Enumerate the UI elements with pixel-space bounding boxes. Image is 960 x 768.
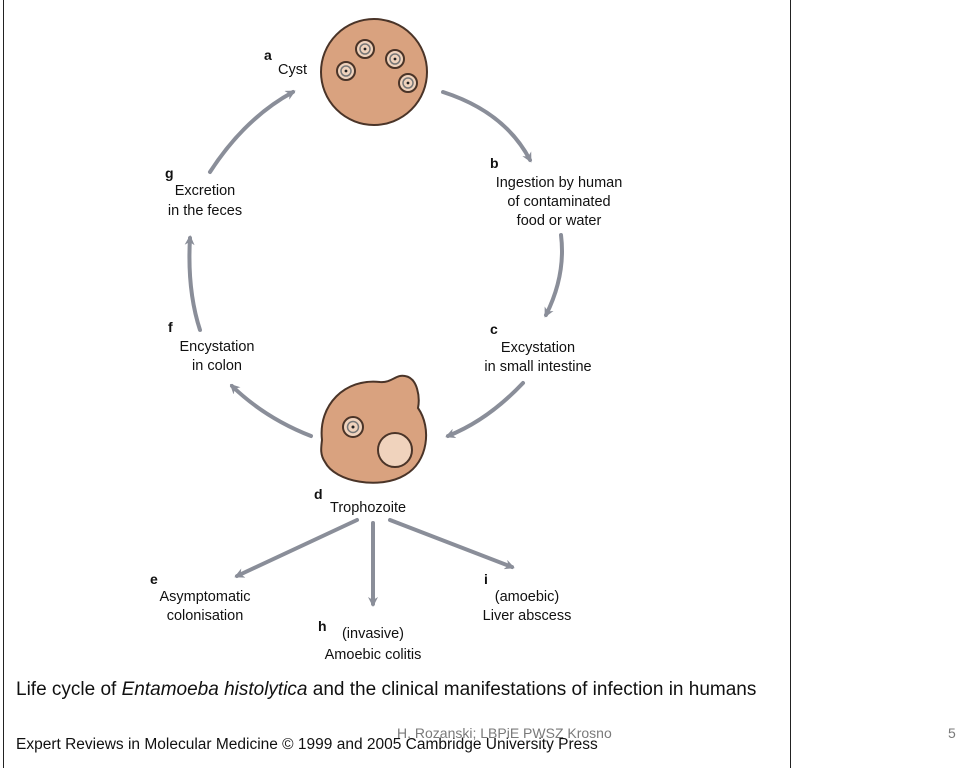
stage-i-label-2: Liver abscess [483,608,572,624]
stage-f-label-1: Encystation [180,339,255,355]
stage-i-label-1: (amoebic) [495,589,559,605]
stage-i-letter: i [484,571,488,587]
stage-f-label-2: in colon [192,358,242,374]
caption-text-start: Life cycle of [16,679,122,700]
stage-b-label-1: Ingestion by human [496,175,623,191]
stage-e-label-2: colonisation [167,608,244,624]
stage-g-label-1: Excretion [175,183,235,199]
cyst-inclusion [385,49,405,69]
trophozoite-inclusion [342,416,364,438]
life-cycle-diagram: a Cyst b Ingestion by human of contamina… [150,18,623,663]
stage-b-label-3: food or water [517,213,602,229]
stage-h-letter: h [318,618,327,634]
footer-author: H. Rozanski; LBPiE PWSZ Krosno [397,725,612,741]
arrow-excretion-to-cyst [208,90,296,174]
stage-d-letter: d [314,486,323,502]
arrow-excystation-to-trophozoite [445,381,525,439]
copyright-credit: Expert Reviews in Molecular Medicine © 1… [16,736,598,753]
cyst-inclusion [355,39,375,59]
arrow-to-asymptomatic [234,518,359,578]
stage-d-label: Trophozoite [330,500,406,516]
page-number: 5 [948,725,956,741]
stage-c-letter: c [490,321,498,337]
stage-b-letter: b [490,155,499,171]
arrow-encystation-to-excretion [184,235,202,332]
slide-frame [3,0,791,768]
figure-caption: Life cycle of Entamoeba histolytica and … [16,679,776,700]
arrow-to-liver-abscess [388,518,515,570]
stage-h-label-2: Amoebic colitis [325,647,422,663]
stage-e-label-1: Asymptomatic [159,589,250,605]
stage-e-letter: e [150,571,158,587]
stage-a-label: Cyst [278,62,307,78]
stage-b-label-2: of contaminated [507,194,610,210]
stage-c-label-2: in small intestine [484,359,591,375]
caption-text-end: and the clinical manifestations of infec… [307,679,757,700]
cyst-inclusion [336,61,356,81]
trophozoite-nucleus [377,432,413,468]
caption-species-name: Entamoeba histolytica [121,679,308,700]
arrow-trophozoite-to-encystation [229,383,313,438]
arrow-cyst-to-ingestion [441,90,532,163]
stage-g-letter: g [165,165,174,181]
cyst-inclusion [398,73,418,93]
cyst-cell [320,18,428,126]
stage-g-label-2: in the feces [168,203,242,219]
stage-h-label-1: (invasive) [342,626,404,642]
stage-f-letter: f [168,319,173,335]
stage-a-letter: a [264,47,272,63]
stage-c-label-1: Excystation [501,340,575,356]
arrow-ingestion-to-excystation [544,233,564,318]
trophozoite-cell [320,374,428,484]
